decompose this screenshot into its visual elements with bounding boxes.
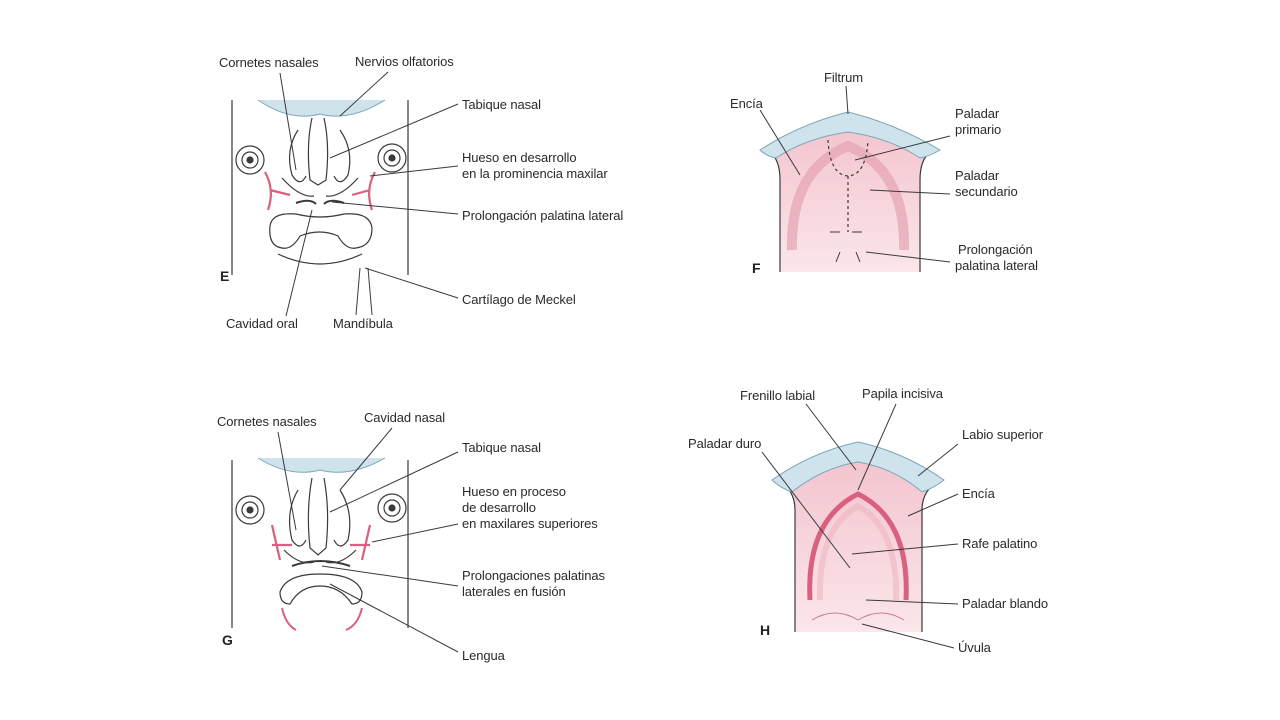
label-cartilago-meckel: Cartílago de Meckel: [462, 292, 576, 307]
panel-letter-e: E: [220, 268, 230, 284]
label-papila-incisiva: Papila incisiva: [862, 386, 943, 401]
label-paladar-secundario-1: Paladar: [955, 168, 1000, 183]
label-uvula: Úvula: [958, 640, 991, 655]
panel-h-leaders: [761, 403, 959, 649]
label-cornetes-nasales-g: Cornetes nasales: [217, 414, 317, 429]
panel-f-leaders: [759, 85, 951, 263]
panel-f-drawing: [759, 111, 941, 272]
label-prolongacion-2-f: palatina lateral: [955, 258, 1038, 273]
label-hueso-desarrollo-2: en la prominencia maxilar: [462, 166, 608, 181]
label-paladar-blando: Paladar blando: [962, 596, 1049, 611]
label-hueso-proceso-3: en maxilares superiores: [462, 516, 598, 531]
label-prolongaciones-2: laterales en fusión: [462, 584, 566, 599]
eye-right-icon: [377, 493, 407, 523]
panel-e-drawing: [231, 99, 409, 275]
label-hueso-proceso-1: Hueso en proceso: [462, 484, 566, 499]
panel-g-leaders: [277, 427, 459, 653]
label-paladar-secundario-2: secundario: [955, 184, 1018, 199]
label-rafe-palatino: Rafe palatino: [962, 536, 1038, 551]
eye-left-icon: [235, 145, 265, 175]
label-paladar-primario-2: primario: [955, 122, 1002, 137]
label-cavidad-nasal: Cavidad nasal: [364, 410, 446, 425]
panel-h-drawing: [771, 441, 945, 632]
label-frenillo-labial: Frenillo labial: [740, 388, 816, 403]
label-prolongacion-palatina-e: Prolongación palatina lateral: [462, 208, 624, 223]
label-hueso-proceso-2: de desarrollo: [462, 500, 536, 515]
label-cornetes-nasales-e: Cornetes nasales: [219, 55, 319, 70]
label-cavidad-oral: Cavidad oral: [226, 316, 298, 331]
panel-letter-f: F: [752, 260, 761, 276]
eye-right-icon: [377, 143, 407, 173]
panel-e-leaders: [279, 71, 459, 317]
panel-letter-g: G: [222, 632, 233, 648]
label-paladar-duro: Paladar duro: [688, 436, 762, 451]
panel-g-drawing: [231, 457, 409, 631]
label-tabique-nasal-g: Tabique nasal: [462, 440, 541, 455]
label-labio-superior: Labio superior: [962, 427, 1043, 442]
label-prolongaciones-1: Prolongaciones palatinas: [462, 568, 605, 583]
eye-left-icon: [235, 495, 265, 525]
label-prolongacion-1-f: Prolongación: [958, 242, 1033, 257]
label-filtrum: Filtrum: [824, 70, 864, 85]
label-paladar-primario-1: Paladar: [955, 106, 1000, 121]
label-hueso-desarrollo-1: Hueso en desarrollo: [462, 150, 577, 165]
label-encia-f: Encía: [730, 96, 763, 111]
label-encia-h: Encía: [962, 486, 995, 501]
panel-letter-h: H: [760, 622, 771, 638]
label-tabique-nasal-e: Tabique nasal: [462, 97, 541, 112]
label-lengua: Lengua: [462, 648, 505, 663]
label-mandibula: Mandíbula: [333, 316, 393, 331]
label-nervios-olfatorios: Nervios olfatorios: [355, 54, 454, 69]
